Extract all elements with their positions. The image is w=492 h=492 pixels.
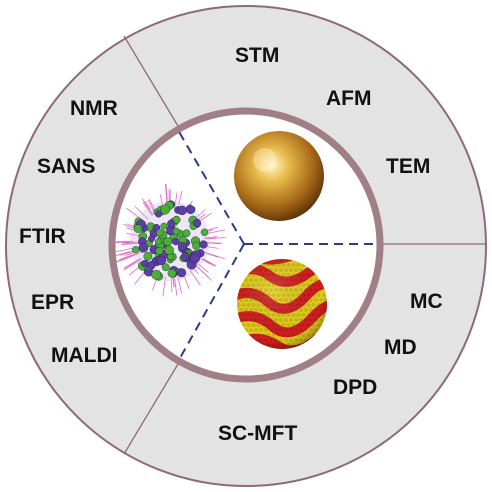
label-maldi: MALDI: [51, 344, 118, 367]
label-stm: STM: [235, 44, 279, 67]
divider-spectroscopy-microscopy: [123, 35, 179, 127]
label-dpd: DPD: [333, 376, 377, 399]
label-tem: TEM: [386, 155, 430, 178]
label-sc-mft: SC-MFT: [218, 422, 297, 445]
label-mc: MC: [410, 290, 443, 313]
label-ftir: FTIR: [19, 225, 66, 248]
molecular-nanoparticle-image: [114, 183, 226, 297]
gold-nanoparticle-image: [234, 131, 324, 221]
inner-dashed-dividers: [177, 129, 376, 359]
label-nmr: NMR: [70, 97, 118, 120]
label-md: MD: [384, 336, 417, 359]
divider-simulation-spectroscopy: [123, 363, 179, 455]
label-afm: AFM: [326, 87, 372, 110]
label-sans: SANS: [37, 155, 95, 178]
label-epr: EPR: [31, 291, 74, 314]
